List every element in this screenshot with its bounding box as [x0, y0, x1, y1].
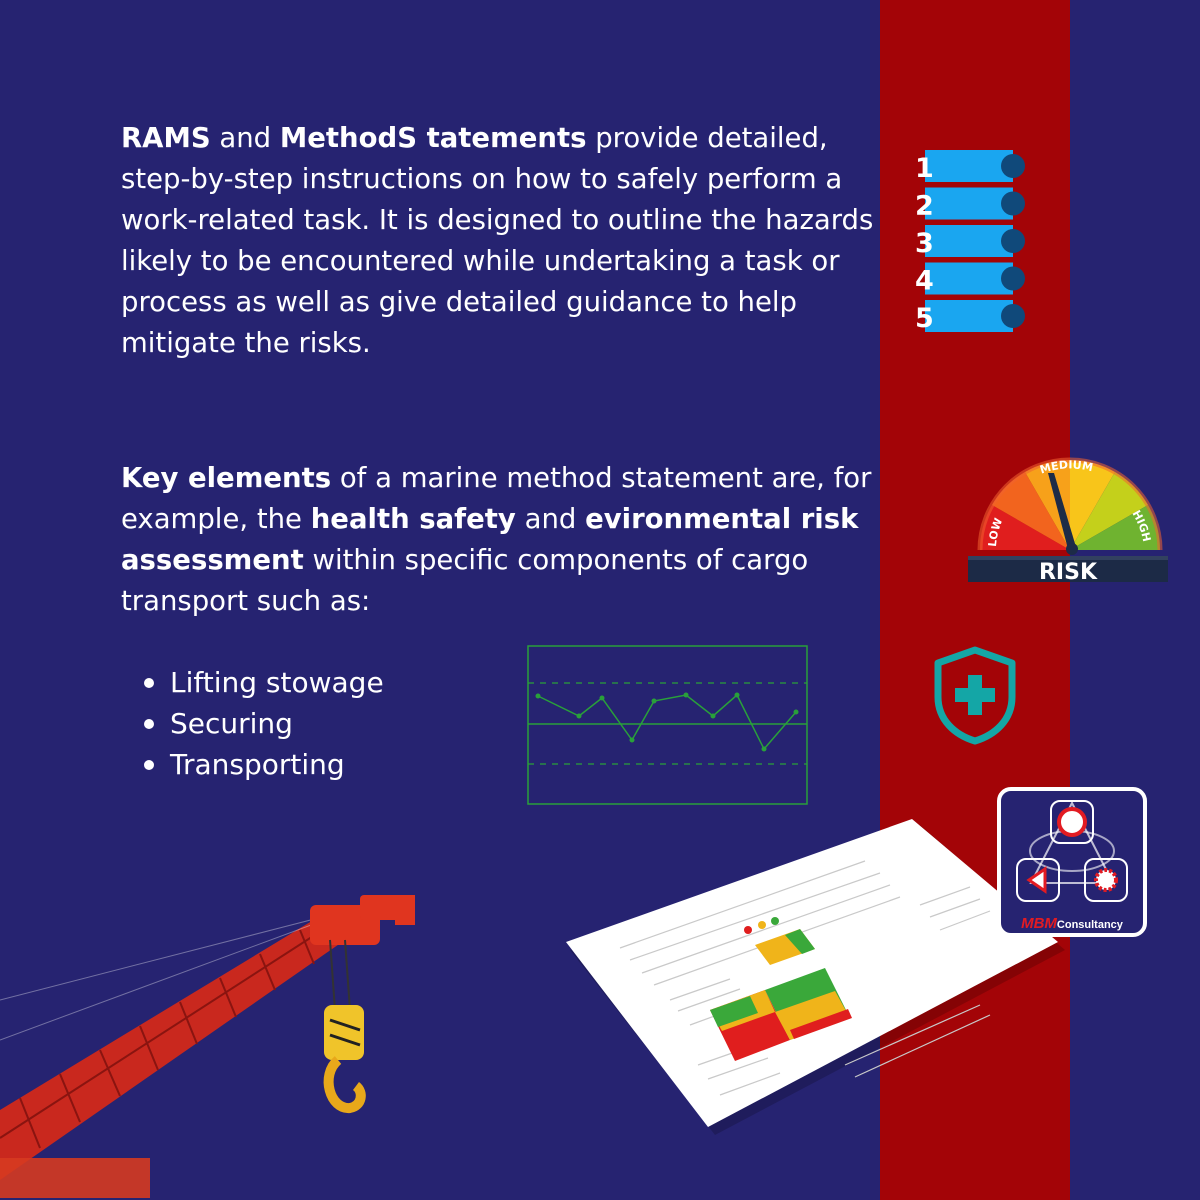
step-number: 5 [915, 303, 934, 334]
step-bar [925, 225, 1013, 257]
list-item: Transporting [140, 744, 384, 785]
shield-plus-icon [934, 646, 1016, 745]
numbered-list-icon: 1 2 3 4 5 [915, 150, 1025, 334]
step-dot [1001, 229, 1025, 253]
list-item: Securing [140, 703, 384, 744]
step-bar [925, 262, 1013, 295]
step-number: 4 [915, 266, 934, 297]
step-number: 1 [915, 153, 934, 184]
step-dot [1001, 266, 1025, 291]
crane-image [0, 895, 415, 1198]
risk-assessment-document-image [566, 819, 1065, 1135]
key-elements-paragraph: Key elements of a marine method statemen… [121, 462, 872, 617]
step-bar [925, 300, 1013, 332]
intro-paragraph: RAMS and MethodS tatements provide detai… [121, 122, 874, 359]
gauge-risk-label: RISK [1039, 560, 1098, 585]
step-number: 3 [915, 228, 934, 259]
gauge-needle [1048, 473, 1076, 549]
step-dot [1001, 304, 1025, 328]
step-dot [1001, 191, 1025, 216]
risk-gauge-icon: LOW MEDIUM HIGH RISK [968, 457, 1168, 585]
step-dot [1001, 154, 1025, 178]
step-bar [925, 150, 1013, 182]
list-item: Lifting stowage [140, 662, 384, 703]
step-bar [925, 187, 1013, 220]
step-number: 2 [915, 191, 934, 222]
cargo-components-list: Lifting stowage Securing Transporting [140, 662, 384, 785]
control-chart-graphic [527, 645, 808, 805]
mbm-consultancy-logo: MBMConsultancy [997, 787, 1147, 937]
gauge-medium-label: MEDIUM [1038, 458, 1094, 476]
logo-wordmark: MBMConsultancy [1021, 915, 1123, 932]
